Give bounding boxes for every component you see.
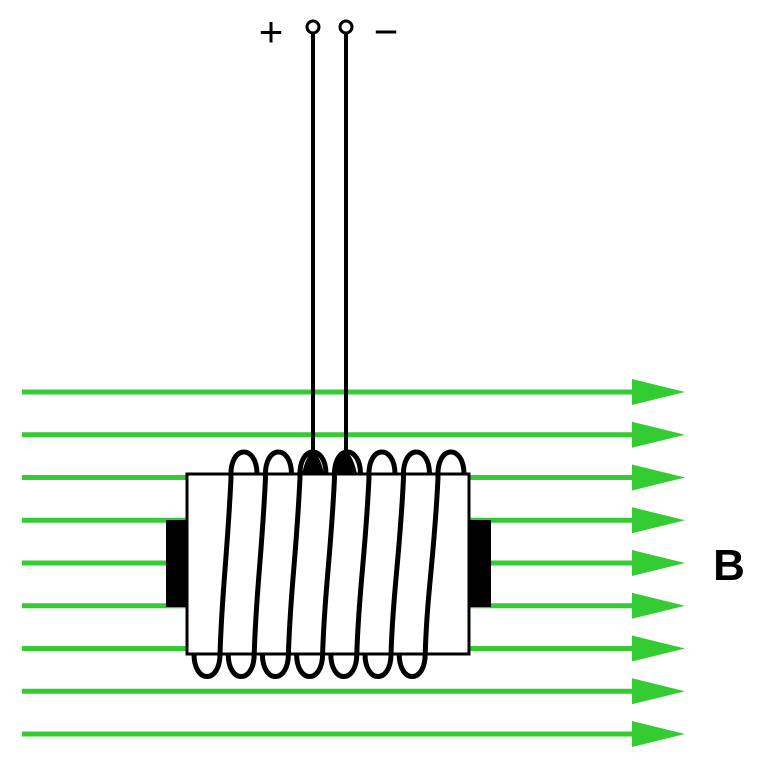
minus-label: − (374, 8, 399, 55)
coil-turn (328, 449, 398, 679)
field-arrowhead (632, 592, 685, 619)
left-pole-cap (166, 520, 188, 607)
field-arrowhead (632, 721, 685, 747)
lead-wires (302, 19, 357, 474)
coil-turn (191, 449, 260, 679)
field-label-b: B (713, 541, 745, 590)
right-pole-cap (469, 520, 491, 607)
coil-turn (362, 449, 432, 679)
coil-winding (191, 449, 467, 679)
coil-turn (396, 449, 467, 679)
field-arrowhead (632, 379, 685, 405)
negative-terminal (338, 19, 354, 35)
coil-turn (225, 449, 294, 679)
positive-terminal (305, 19, 321, 35)
field-arrowhead (632, 421, 685, 448)
positive-solder-joint (302, 452, 324, 474)
field-arrowhead (632, 678, 685, 705)
coil-turn (259, 449, 329, 679)
field-arrowhead (632, 464, 685, 491)
field-arrowhead (632, 635, 685, 662)
field-arrowhead (632, 507, 685, 534)
plus-label: + (259, 8, 284, 55)
negative-solder-joint (335, 452, 357, 474)
field-arrowhead (632, 550, 685, 576)
